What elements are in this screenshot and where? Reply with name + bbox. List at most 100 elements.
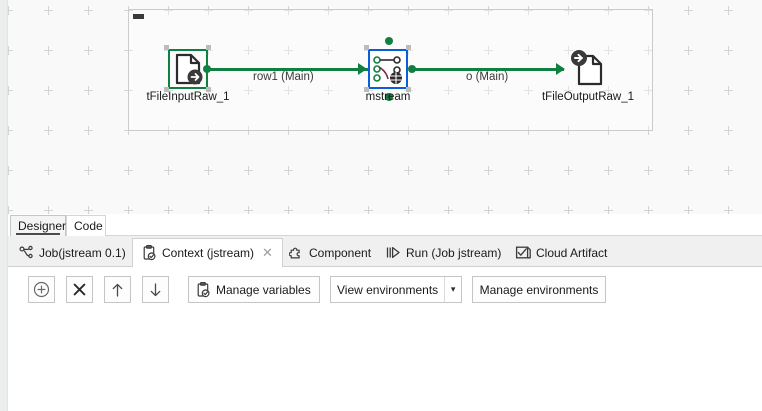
connection-row1-label: row1 (Main) bbox=[253, 71, 314, 83]
grid-mark bbox=[724, 6, 733, 15]
move-up-button[interactable] bbox=[104, 276, 131, 303]
selection-border bbox=[368, 49, 408, 89]
grid-mark bbox=[84, 166, 93, 175]
manage-variables-label: Manage variables bbox=[216, 282, 311, 297]
tab-context-label: Context (jstream) bbox=[162, 246, 255, 260]
resize-handle[interactable] bbox=[164, 87, 169, 92]
grid-mark bbox=[444, 46, 453, 55]
grid-mark bbox=[284, 86, 293, 95]
grid-mark bbox=[644, 86, 653, 95]
collapse-icon[interactable] bbox=[133, 14, 144, 19]
file-output-raw-icon bbox=[571, 50, 603, 86]
grid-mark bbox=[324, 166, 333, 175]
resize-handle[interactable] bbox=[364, 87, 369, 92]
grid-mark bbox=[364, 206, 373, 214]
grid-mark bbox=[644, 166, 653, 175]
connection-row1-arrow bbox=[358, 63, 367, 75]
grid-mark bbox=[164, 6, 173, 15]
add-variable-button[interactable] bbox=[28, 276, 55, 303]
grid-mark bbox=[284, 46, 293, 55]
grid-mark bbox=[684, 206, 693, 214]
environments-select-value: View environments bbox=[337, 282, 439, 297]
grid-mark bbox=[684, 6, 693, 15]
context-icon bbox=[143, 245, 156, 261]
grid-mark bbox=[204, 6, 213, 15]
tab-designer[interactable]: Designer bbox=[10, 215, 66, 236]
grid-mark bbox=[684, 166, 693, 175]
grid-mark bbox=[84, 206, 93, 214]
grid-mark bbox=[4, 6, 13, 15]
tab-context[interactable]: Context (jstream) ✕ bbox=[132, 238, 283, 268]
grid-mark bbox=[204, 46, 213, 55]
grid-mark bbox=[244, 46, 253, 55]
grid-mark bbox=[364, 6, 373, 15]
job-designer-canvas[interactable]: row1 (Main) o (Main) tFileInputRaw_1 bbox=[0, 0, 762, 214]
grid-mark bbox=[604, 6, 613, 15]
grid-mark bbox=[564, 206, 573, 214]
grid-mark bbox=[444, 206, 453, 214]
component-tfileoutputraw-1[interactable]: tFileOutputRaw_1 bbox=[542, 47, 634, 103]
close-icon[interactable]: ✕ bbox=[262, 245, 273, 260]
grid-mark bbox=[164, 206, 173, 214]
grid-mark bbox=[4, 166, 13, 175]
canvas-grid bbox=[4, 6, 733, 214]
grid-mark bbox=[604, 206, 613, 214]
component-label-tfileinputraw-1: tFileInputRaw_1 bbox=[146, 91, 230, 103]
grid-mark bbox=[484, 6, 493, 15]
tab-code[interactable]: Code bbox=[66, 215, 106, 236]
context-toolbar: Manage variables View environments ▾ Man… bbox=[8, 267, 762, 315]
tab-job[interactable]: Job(jstream 0.1) bbox=[10, 238, 135, 267]
resize-handle[interactable] bbox=[406, 45, 411, 50]
component-mstream[interactable]: mstream bbox=[364, 37, 411, 103]
connection-o-source-dot bbox=[408, 65, 416, 73]
grid-mark bbox=[244, 166, 253, 175]
grid-mark bbox=[44, 6, 53, 15]
grid-mark bbox=[524, 46, 533, 55]
grid-mark bbox=[564, 86, 573, 95]
connection-row1-line[interactable] bbox=[208, 68, 368, 71]
tab-cloud-artifact[interactable]: Cloud Artifact bbox=[506, 238, 616, 267]
move-down-button[interactable] bbox=[142, 276, 169, 303]
grid-mark bbox=[4, 206, 13, 214]
component-tfileinputraw-1[interactable]: tFileInputRaw_1 bbox=[146, 45, 230, 103]
resize-handle[interactable] bbox=[364, 45, 369, 50]
grid-mark bbox=[44, 86, 53, 95]
tab-cloud-artifact-label: Cloud Artifact bbox=[536, 245, 608, 260]
grid-mark bbox=[524, 6, 533, 15]
panel-tab-bar: Job(jstream 0.1) Context (jstream) ✕ Com… bbox=[8, 236, 762, 268]
grid-mark bbox=[404, 46, 413, 55]
job-icon bbox=[19, 245, 33, 259]
connection-o-line[interactable] bbox=[412, 68, 564, 71]
resize-handle[interactable] bbox=[206, 87, 211, 92]
tab-run[interactable]: Run (Job jstream) bbox=[376, 238, 510, 267]
grid-mark bbox=[284, 206, 293, 214]
tab-component-label: Component bbox=[309, 245, 372, 260]
grid-mark bbox=[124, 166, 133, 175]
grid-mark bbox=[644, 6, 653, 15]
grid-mark bbox=[524, 86, 533, 95]
resize-handle[interactable] bbox=[164, 45, 169, 50]
grid-mark bbox=[324, 6, 333, 15]
grid-mark bbox=[604, 46, 613, 55]
connector-dot-top[interactable] bbox=[385, 37, 393, 45]
manage-environments-button[interactable]: Manage environments bbox=[472, 276, 606, 303]
manage-variables-button[interactable]: Manage variables bbox=[188, 276, 320, 303]
grid-mark bbox=[244, 86, 253, 95]
grid-mark bbox=[524, 206, 533, 214]
resize-handle[interactable] bbox=[206, 45, 211, 50]
environments-select[interactable]: View environments ▾ bbox=[330, 276, 462, 303]
grid-mark bbox=[244, 206, 253, 214]
remove-variable-button[interactable] bbox=[66, 276, 93, 303]
grid-mark bbox=[324, 206, 333, 214]
editor-view-tabs: Designer Code bbox=[0, 214, 762, 236]
grid-mark bbox=[44, 206, 53, 214]
chevron-down-icon[interactable]: ▾ bbox=[444, 277, 461, 302]
tab-job-label: Job(jstream 0.1) bbox=[39, 245, 126, 260]
component-label-tfileoutputraw-1: tFileOutputRaw_1 bbox=[541, 91, 635, 103]
resize-handle[interactable] bbox=[406, 87, 411, 92]
tab-component[interactable]: Component bbox=[280, 238, 380, 267]
connector-dot-bottom[interactable] bbox=[385, 93, 393, 101]
grid-mark bbox=[684, 46, 693, 55]
grid-mark bbox=[164, 166, 173, 175]
